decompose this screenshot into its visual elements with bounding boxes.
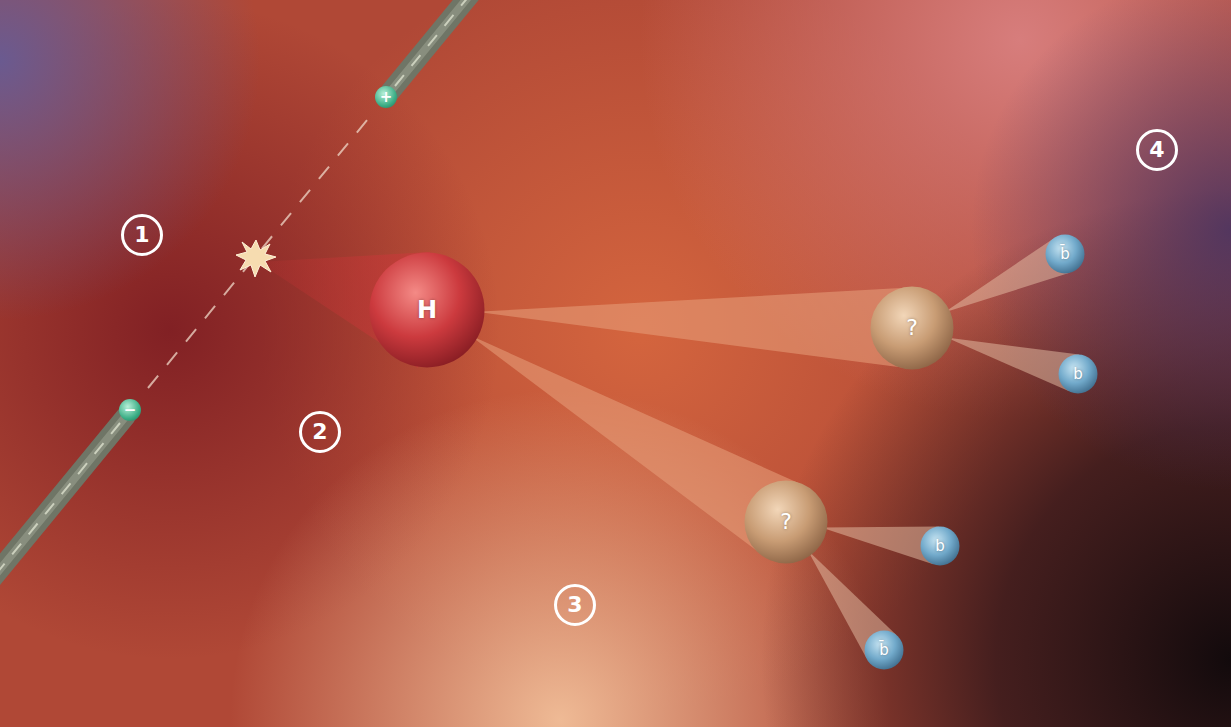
particle-symbol: b xyxy=(935,539,945,554)
sphere-shape xyxy=(1046,235,1085,274)
particle-symbol: ? xyxy=(906,317,918,339)
callout-number: 2 xyxy=(299,411,341,453)
decay-cone xyxy=(476,288,905,368)
sphere-shape xyxy=(745,481,828,564)
sphere-shape xyxy=(865,631,904,670)
particle-symbol: H xyxy=(417,298,437,322)
callout-text: 3 xyxy=(567,594,582,616)
higgs-particle: H xyxy=(369,252,485,368)
callout-number: 3 xyxy=(554,584,596,626)
sphere-shape xyxy=(370,253,485,368)
quark-particle: b̄ xyxy=(864,630,904,670)
sphere-shape xyxy=(921,527,960,566)
callout-number: 4 xyxy=(1136,129,1178,171)
callout-text: 4 xyxy=(1149,139,1164,161)
charge-marker: − xyxy=(119,399,141,421)
particle-symbol: b̄ xyxy=(1060,247,1070,262)
callout-text: 1 xyxy=(134,224,149,246)
particle-symbol: b xyxy=(1073,367,1083,382)
quark-particle: b xyxy=(920,526,960,566)
charge-sign: − xyxy=(124,403,137,418)
callout-number: 1 xyxy=(121,214,163,256)
quark-particle: b̄ xyxy=(1045,234,1085,274)
collision-flash xyxy=(236,240,276,277)
unknown-particle: ? xyxy=(744,480,828,564)
sphere-shape xyxy=(871,287,954,370)
callout-text: 2 xyxy=(312,421,327,443)
charge-sign: + xyxy=(380,90,393,105)
sphere-shape xyxy=(1059,355,1098,394)
quark-particle: b xyxy=(1058,354,1098,394)
unknown-particle: ? xyxy=(870,286,954,370)
charge-marker: + xyxy=(375,86,397,108)
decay-cone xyxy=(808,550,897,658)
decay-cone xyxy=(946,338,1079,392)
particle-symbol: ? xyxy=(780,511,792,533)
particle-symbol: b̄ xyxy=(879,643,889,658)
beam-path xyxy=(148,114,372,388)
